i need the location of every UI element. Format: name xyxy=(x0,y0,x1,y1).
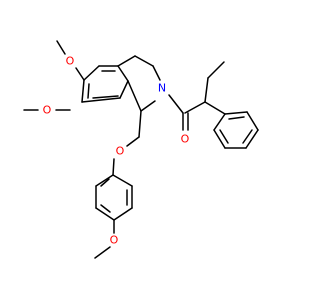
bond-phenyl-3 xyxy=(245,129,259,149)
bond-c1-c8a xyxy=(127,80,142,112)
chemical-structure-diagram: O O N O O O xyxy=(23,40,259,259)
bond-carbonyl-alpha xyxy=(184,101,206,114)
double-bond-aryl-c xyxy=(100,204,111,213)
oxygen-label-6: O xyxy=(66,55,75,68)
bond-aryl-4 xyxy=(95,207,115,221)
bond-c6-c5 xyxy=(83,65,100,81)
double-bond-phenyl-b xyxy=(242,129,253,144)
double-bond-phenyl-a xyxy=(228,116,245,120)
bond-aryl-6 xyxy=(95,174,114,187)
bond-c5a-c4 xyxy=(117,55,136,67)
para-methoxy-oxygen-label: O xyxy=(110,234,119,247)
ether-oxygen-label: O xyxy=(116,145,125,158)
bond-c3-n xyxy=(152,65,161,81)
bond-phenyl-1 xyxy=(224,111,248,115)
nitrogen-label: N xyxy=(158,82,166,95)
double-bond-inner-c xyxy=(87,83,90,99)
bond-ether-oxygen-aryl xyxy=(112,158,115,176)
bond-c7-c6 xyxy=(81,79,85,103)
bond-methyl6-o6 xyxy=(56,40,66,55)
bond-aryl-1 xyxy=(112,174,133,187)
bond-phenyl-5 xyxy=(213,129,226,149)
bond-phenyl-6 xyxy=(213,113,226,131)
bond-c1-ch2 xyxy=(138,110,142,138)
bond-alpha-ch2 xyxy=(204,77,209,103)
bond-c5a-c8a xyxy=(117,65,129,82)
bond-n-carbonyl xyxy=(168,94,184,114)
carbonyl-oxygen-label: O xyxy=(181,133,190,146)
bond-n-c1 xyxy=(140,100,156,112)
bond-ch2-ch3 xyxy=(207,61,225,79)
bond-c4-c3 xyxy=(134,55,154,67)
double-bond-phenyl-c xyxy=(219,129,229,144)
bond-c8a-c8 xyxy=(119,80,129,99)
bond-ch2-ether-oxygen xyxy=(126,136,140,147)
oxygen-label-7: O xyxy=(43,104,52,117)
bond-alpha-phenyl xyxy=(204,101,226,115)
bond-aryl-3 xyxy=(113,207,133,221)
double-bond-aryl-b xyxy=(100,178,110,187)
bond-phenyl-2 xyxy=(246,111,259,131)
bond-c8-c7 xyxy=(81,97,121,103)
bond-o-para-methyl xyxy=(94,246,111,259)
bond-o6-c6 xyxy=(75,67,85,81)
double-bond-inner-b xyxy=(92,95,119,99)
